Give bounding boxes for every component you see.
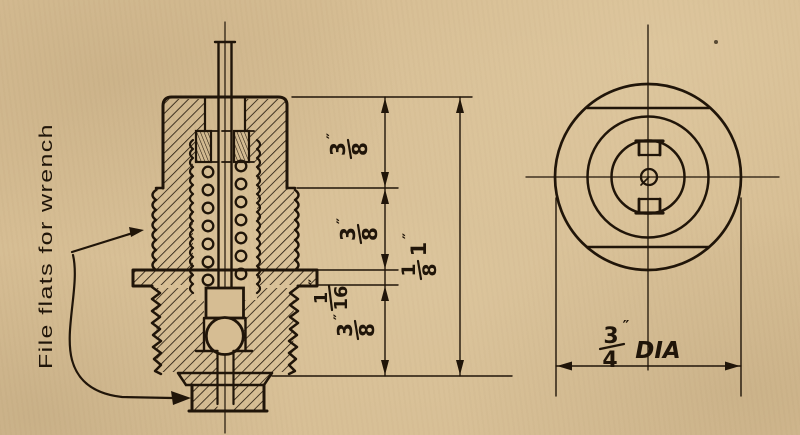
dim-denominator: 8	[355, 323, 379, 337]
dim-numerator: 3	[603, 324, 618, 349]
diameter-dimension: 3 4 ″ DIA	[555, 197, 742, 397]
dim-denominator: 8	[358, 227, 382, 241]
dim-unit: ″	[307, 279, 323, 285]
dim-numerator: 3	[336, 227, 360, 241]
dim-unit: ″	[623, 317, 630, 335]
dim-numerator: 1	[311, 292, 332, 305]
dim-label-bottom: 3 8 ″	[332, 314, 379, 341]
packing-gland-right	[232, 129, 251, 164]
stem-hole	[639, 167, 659, 187]
dim-label-overall: 1 8 1 ″	[398, 233, 441, 281]
knurled-edge-left	[151, 188, 158, 272]
dim-unit: ″	[332, 314, 348, 320]
dim-label-flange: 1 16 ″	[307, 279, 352, 312]
dim-numerator: 3	[326, 142, 350, 156]
seat-washer	[176, 371, 274, 387]
dimension-chain: 3 8 ″ 3 8 ″ 1 16 ″ 3 8 ″ 1 8 1 ″	[271, 96, 513, 377]
paper-speck	[714, 40, 718, 44]
outlet-channel	[216, 350, 235, 406]
end-view: 3 4 ″ DIA	[525, 24, 780, 397]
dimension-arrowheads	[381, 98, 464, 375]
knurled-edge-right	[293, 188, 300, 272]
file-flats-label: File flats for wrench	[36, 123, 56, 369]
internal-thread-left	[188, 138, 195, 295]
dim-unit: ″	[401, 233, 417, 239]
valve-body-outline	[131, 95, 319, 413]
dim-denominator: 8	[348, 142, 372, 156]
dim-whole-number: 1	[407, 242, 431, 257]
file-flats-annotation: File flats for wrench	[36, 123, 191, 405]
internal-details	[188, 96, 262, 406]
internal-thread-right	[255, 138, 262, 295]
flange-circle	[553, 82, 743, 272]
external-thread-left	[150, 285, 163, 376]
diameter-extension-lines	[555, 197, 742, 397]
stem-slot-top	[634, 139, 665, 157]
dia-label: DIA	[635, 338, 680, 364]
dim-denominator: 16	[331, 285, 352, 310]
stem-slot-bottom	[634, 197, 665, 215]
dim-unit: ″	[325, 133, 341, 139]
end-view-centerlines	[525, 24, 780, 371]
dim-label-top: 3 8 ″	[325, 133, 372, 160]
packing-gland-left	[194, 129, 213, 164]
flange	[131, 268, 319, 288]
leader-line-upper	[70, 230, 138, 254]
external-thread-right	[287, 285, 300, 376]
section-hatching	[134, 99, 316, 410]
ball-guide	[204, 286, 245, 320]
dim-denominator: 4	[602, 348, 617, 373]
ball-cage-walls	[202, 316, 247, 353]
dim-numerator: 1	[398, 263, 420, 276]
extension-lines	[271, 96, 513, 377]
leader-arrowhead-lower	[171, 391, 191, 405]
dim-label-mid: 3 8 ″	[335, 218, 382, 245]
valve-stem	[213, 40, 237, 292]
check-ball	[204, 316, 245, 356]
wrench-flats-chords	[585, 106, 711, 249]
front-section-view	[131, 21, 319, 434]
dim-denominator: 8	[419, 263, 441, 276]
dim-numerator: 3	[333, 323, 357, 337]
bottom-hex	[187, 383, 269, 413]
spring-coils	[201, 159, 248, 287]
body-circle	[586, 115, 710, 239]
dim-unit: ″	[335, 218, 351, 224]
leader-arrowhead-upper	[129, 227, 144, 237]
leader-line-lower	[68, 253, 174, 400]
